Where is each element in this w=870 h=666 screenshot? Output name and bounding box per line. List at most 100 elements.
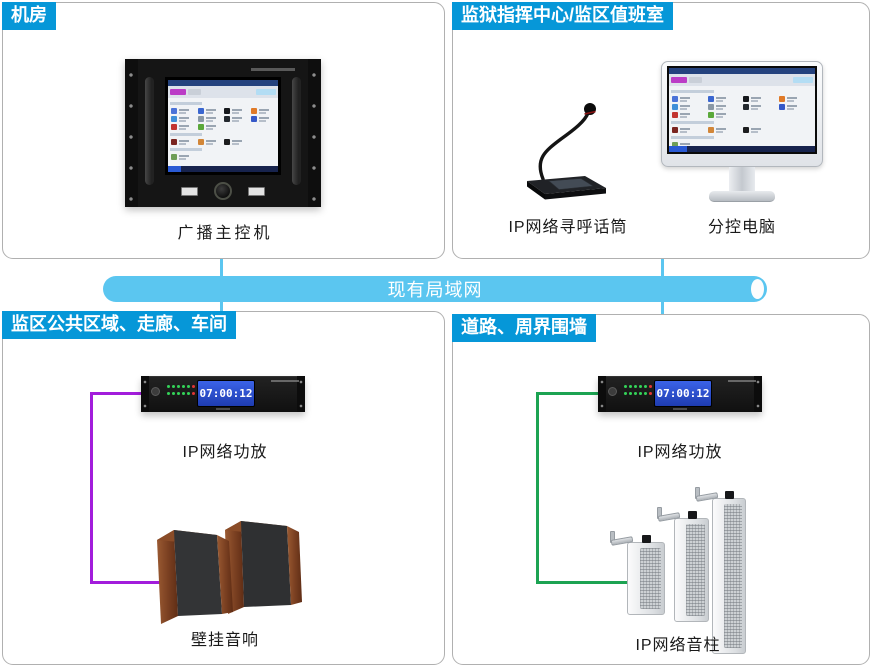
screen-group-header bbox=[671, 121, 714, 124]
amp-led bbox=[624, 392, 627, 395]
screen-app-tile bbox=[170, 123, 197, 131]
app-icon bbox=[743, 104, 749, 110]
screen-app-tile bbox=[197, 115, 224, 123]
panel-command-center: 监狱指挥中心/监区值班室 IP网络寻呼话筒 分控电脑 bbox=[452, 2, 870, 259]
amp-led bbox=[192, 392, 195, 395]
amp-ear-right bbox=[297, 376, 305, 412]
amp-model-text bbox=[728, 380, 756, 382]
column-speaker-grille bbox=[723, 504, 742, 648]
app-icon bbox=[250, 108, 257, 114]
app-icon bbox=[672, 112, 678, 118]
app-icon bbox=[197, 124, 204, 130]
app-icon bbox=[707, 112, 714, 118]
amp-model-text bbox=[271, 380, 299, 382]
screen-icon-row bbox=[170, 123, 276, 131]
screen-app-tile bbox=[778, 95, 814, 103]
column-cable-bottom bbox=[536, 581, 631, 584]
screen-app-tile bbox=[671, 141, 707, 146]
amp-lcd-display: 07:00:12 bbox=[654, 380, 712, 407]
screen-app-tile bbox=[707, 95, 743, 103]
mic-base-front bbox=[545, 188, 606, 200]
app-icon bbox=[707, 96, 714, 102]
lan-bar-end-cap bbox=[751, 279, 764, 299]
broadcast-master-controller-device bbox=[125, 59, 321, 207]
amp-led bbox=[192, 385, 195, 388]
amp-ear-left bbox=[598, 376, 606, 412]
lan-connector-bottom-left bbox=[220, 302, 223, 311]
amp-time-readout: 07:00:12 bbox=[656, 387, 710, 400]
amp-led bbox=[167, 392, 170, 395]
amp-led bbox=[624, 385, 627, 388]
amp-led bbox=[644, 392, 647, 395]
amp-led bbox=[182, 385, 185, 388]
screen-app-tile bbox=[170, 115, 197, 123]
wall-speaker-left bbox=[157, 530, 233, 624]
panel-perimeter-title: 道路、周界围墙 bbox=[452, 314, 596, 342]
app-icon bbox=[672, 127, 678, 133]
screen-toolbar bbox=[168, 86, 278, 98]
ip-network-amplifier-device: 07:00:12 bbox=[598, 376, 762, 412]
screen-app-tile bbox=[742, 103, 778, 111]
paging-microphone-device bbox=[527, 103, 606, 200]
app-icon bbox=[171, 154, 177, 160]
panel-perimeter: 道路、周界围墙 07:00:12 IP网络功放 bbox=[452, 314, 870, 665]
paging-mic-label: IP网络寻呼话筒 bbox=[508, 219, 628, 236]
lan-bar-label: 现有局域网 bbox=[387, 280, 483, 300]
screen-app-tile bbox=[197, 123, 224, 131]
panel-machine-room-title: 机房 bbox=[2, 2, 56, 30]
amp-time-readout: 07:00:12 bbox=[199, 387, 253, 400]
amp-led-indicators bbox=[167, 385, 195, 395]
wall-speaker-right bbox=[225, 521, 302, 614]
app-icon bbox=[171, 124, 177, 130]
amp-led bbox=[629, 392, 632, 395]
screen-content bbox=[168, 98, 278, 166]
amp-led-indicators bbox=[624, 385, 652, 395]
screen-app-tile bbox=[707, 126, 743, 134]
broadcast-software-ui bbox=[669, 68, 815, 152]
screen-icon-row bbox=[170, 153, 276, 161]
screen-icon-row bbox=[671, 141, 813, 146]
screen-taskbar bbox=[669, 146, 815, 152]
amp-ear-left bbox=[141, 376, 149, 412]
screen-start-button bbox=[669, 146, 687, 152]
amp-led bbox=[177, 385, 180, 388]
mic-base-screen bbox=[548, 178, 594, 190]
amp-bottom-tag bbox=[673, 408, 687, 410]
app-icon bbox=[250, 116, 257, 122]
app-icon bbox=[778, 96, 785, 102]
column-cable-vertical bbox=[536, 392, 539, 584]
amp-led bbox=[187, 385, 190, 388]
mic-gooseneck bbox=[538, 111, 590, 181]
column-cable-top bbox=[536, 392, 598, 395]
amp-knob bbox=[608, 387, 617, 396]
column-speaker-label: IP网络音柱 bbox=[635, 637, 721, 654]
rack-button-right bbox=[248, 186, 265, 196]
screen-group-header bbox=[170, 102, 202, 105]
screen-tab bbox=[188, 89, 201, 95]
column-speaker-3 bbox=[695, 487, 746, 654]
amp-led bbox=[187, 392, 190, 395]
master-controller-label: 广播主控机 bbox=[177, 225, 273, 242]
column-speaker-cap bbox=[725, 491, 734, 499]
screen-app-tile bbox=[250, 107, 277, 115]
amp-lcd-display: 07:00:12 bbox=[197, 380, 255, 407]
column-speaker-1 bbox=[610, 531, 665, 615]
screen-tab bbox=[689, 77, 702, 83]
amp-led bbox=[177, 392, 180, 395]
column-speaker-cap bbox=[642, 535, 651, 543]
screen-app-tile bbox=[671, 103, 707, 111]
app-icon bbox=[672, 96, 678, 102]
app-icon bbox=[707, 104, 714, 110]
screen-icon-row bbox=[170, 107, 276, 115]
screen-icon-row bbox=[671, 111, 813, 119]
rack-ear-right bbox=[308, 59, 321, 207]
amp-led bbox=[634, 392, 637, 395]
rack-touchscreen bbox=[165, 77, 281, 175]
speaker-cable-bottom bbox=[90, 581, 180, 584]
amp-led bbox=[634, 385, 637, 388]
panel-machine-room: 机房 广播主控机 bbox=[2, 2, 445, 259]
screen-app-tile bbox=[223, 115, 250, 123]
wall-speaker-label: 壁挂音响 bbox=[190, 632, 259, 649]
column-speaker-cap bbox=[687, 511, 697, 519]
